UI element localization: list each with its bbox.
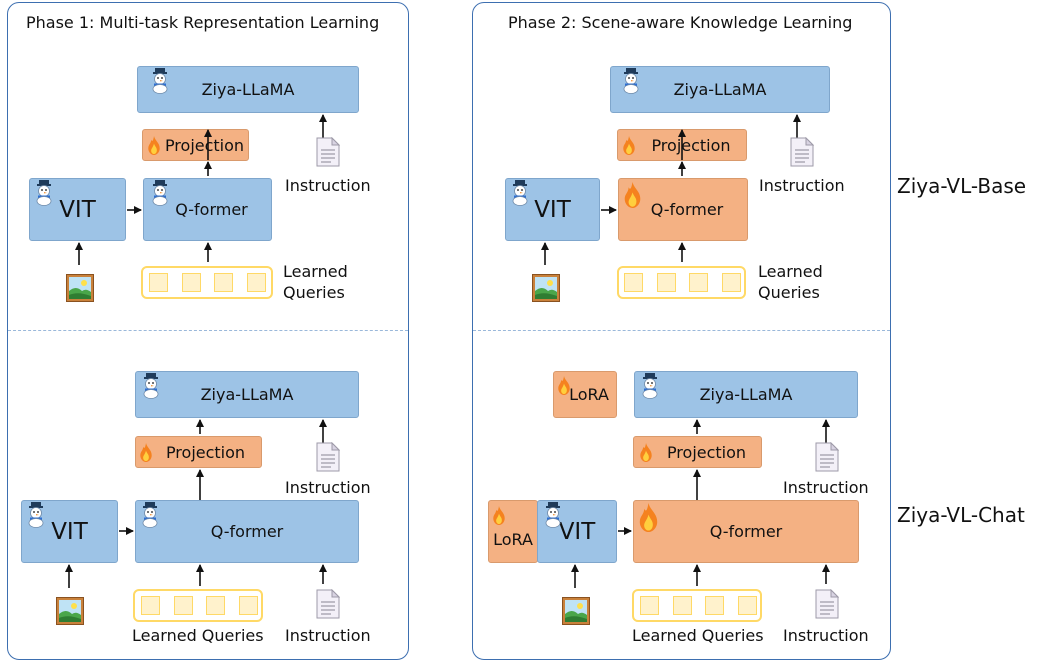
llm-label: Ziya-LLaMA xyxy=(673,80,767,99)
snowman-icon xyxy=(143,373,159,399)
p1-base-projection-box: Projection xyxy=(142,129,249,161)
flame-icon xyxy=(148,136,160,155)
snowman-icon xyxy=(545,502,561,528)
phase2-title: Phase 2: Scene-aware Knowledge Learning xyxy=(508,13,853,32)
snowman-icon xyxy=(28,502,44,528)
query-token xyxy=(246,273,266,292)
qformer-label: Q-former xyxy=(709,522,783,541)
p1-chat-qformer-box: Q-former xyxy=(135,500,359,563)
snowman-icon xyxy=(623,68,639,94)
projection-label: Projection xyxy=(164,135,245,155)
qformer-label: Q-former xyxy=(650,200,724,219)
snowman-icon xyxy=(152,68,168,94)
qformer-label: Q-former xyxy=(210,522,284,541)
flame-icon xyxy=(558,376,570,395)
p2-base-instruction-label: Instruction xyxy=(759,176,845,195)
flame-icon xyxy=(639,503,658,532)
query-token xyxy=(640,596,659,615)
snowman-icon xyxy=(642,373,658,399)
image-icon xyxy=(66,274,94,302)
projection-label: Projection xyxy=(666,442,747,462)
p2-chat-qformer-box: Q-former xyxy=(633,500,859,563)
flame-icon xyxy=(623,136,635,155)
qformer-label: Q-former xyxy=(175,200,248,219)
vit-label: VIT xyxy=(558,518,596,545)
document-icon xyxy=(316,442,340,472)
vit-label: VIT xyxy=(51,518,88,545)
document-icon xyxy=(316,137,340,167)
p1-chat-instruction-label-bottom: Instruction xyxy=(285,626,371,645)
query-token xyxy=(206,596,225,615)
p2-base-qformer-box: Q-former xyxy=(618,178,748,241)
vit-label: VIT xyxy=(534,196,571,223)
p2-chat-learned-label: Learned Queries xyxy=(632,626,764,645)
p1-chat-learned-label: Learned Queries xyxy=(132,626,264,645)
phase1-title: Phase 1: Multi-task Representation Learn… xyxy=(26,13,380,32)
flame-icon xyxy=(640,443,652,462)
flame-icon xyxy=(493,506,505,525)
lora-label: LoRA xyxy=(493,530,533,549)
p1-base-learned-label-2: Queries xyxy=(283,283,345,302)
p1-base-llm-box: Ziya-LLaMA xyxy=(137,66,359,113)
p2-chat-instruction-label-top: Instruction xyxy=(783,478,869,497)
projection-label: Projection xyxy=(651,135,731,155)
p1-base-learned-label-1: Learned xyxy=(283,262,348,281)
image-icon xyxy=(532,274,560,302)
query-token xyxy=(214,273,233,292)
query-token xyxy=(656,273,676,292)
query-token xyxy=(705,596,724,615)
query-token xyxy=(672,596,692,615)
row-label-base: Ziya-VL-Base xyxy=(897,174,1027,198)
query-token xyxy=(721,273,741,292)
llm-label: Ziya-LLaMA xyxy=(201,80,295,99)
flame-icon xyxy=(624,182,641,208)
phase2-divider xyxy=(473,330,890,331)
vit-label: VIT xyxy=(59,196,96,223)
p1-chat-projection-box: Projection xyxy=(135,436,262,468)
query-token xyxy=(737,596,757,615)
p1-base-instruction-label: Instruction xyxy=(285,176,371,195)
document-icon xyxy=(790,137,814,167)
document-icon xyxy=(316,589,340,619)
query-token xyxy=(173,596,193,615)
query-token xyxy=(181,273,201,292)
query-token xyxy=(624,273,643,292)
image-icon xyxy=(56,597,84,625)
p2-chat-projection-box: Projection xyxy=(633,436,762,468)
llm-label: Ziya-LLaMA xyxy=(699,385,793,404)
p1-chat-llm-box: Ziya-LLaMA xyxy=(135,371,359,418)
p2-base-llm-box: Ziya-LLaMA xyxy=(610,66,830,113)
flame-icon xyxy=(140,443,152,462)
row-label-chat: Ziya-VL-Chat xyxy=(897,503,1025,527)
p2-base-learned-label-2: Queries xyxy=(758,283,820,302)
document-icon xyxy=(815,442,839,472)
llm-label: Ziya-LLaMA xyxy=(200,385,294,404)
snowman-icon xyxy=(36,180,52,206)
query-token xyxy=(238,596,258,615)
snowman-icon xyxy=(142,502,158,528)
snowman-icon xyxy=(512,180,528,206)
projection-label: Projection xyxy=(165,442,246,462)
p2-chat-instruction-label-bottom: Instruction xyxy=(783,626,869,645)
p1-chat-instruction-label-top: Instruction xyxy=(285,478,371,497)
phase1-divider xyxy=(8,330,408,331)
query-token xyxy=(689,273,708,292)
p2-base-learned-label-1: Learned xyxy=(758,262,823,281)
image-icon xyxy=(562,597,590,625)
p2-chat-llm-box: Ziya-LLaMA xyxy=(634,371,858,418)
snowman-icon xyxy=(152,180,168,206)
query-token xyxy=(149,273,168,292)
lora-label: LoRA xyxy=(569,385,609,404)
query-token xyxy=(141,596,160,615)
document-icon xyxy=(815,589,839,619)
